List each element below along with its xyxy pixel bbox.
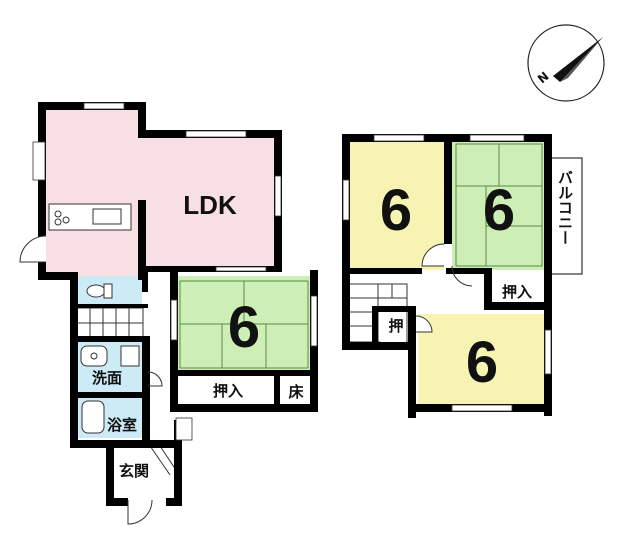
yoshitsu-2f-bottom-label: 6 [466, 330, 498, 395]
floor-1 [19, 102, 318, 525]
washitsu-1f-label: 6 [228, 295, 260, 360]
closet-1f-floor [180, 376, 276, 404]
closet-2f-small-floor [380, 312, 406, 342]
tatami-lines-2f [455, 143, 543, 267]
stairs-1f [76, 307, 144, 339]
windows-1f [32, 102, 318, 441]
stove-burner-icon [54, 218, 62, 226]
balcony [547, 157, 583, 275]
doors-1f [19, 235, 163, 525]
ldk-floor [44, 108, 276, 276]
windows-2f [342, 134, 552, 412]
washer-icon [120, 345, 140, 367]
stove-burner-icon [62, 216, 70, 224]
floor-2 [342, 134, 583, 418]
wash-basin-icon [80, 345, 108, 367]
yoshitsu-2f-bottom-floor [418, 314, 546, 404]
yoshitsu-2f-left-label: 6 [380, 178, 412, 243]
closet-1f-label: 押入 [213, 382, 243, 400]
compass-ring [527, 24, 605, 102]
compass-north-label: N [535, 69, 552, 86]
sink-icon [92, 208, 122, 225]
tokonoma-floor [280, 376, 312, 404]
compass: N [527, 24, 605, 102]
bathtub-icon [81, 400, 105, 434]
toilet-tank-icon [103, 283, 113, 299]
genkan-label: 玄関 [119, 462, 149, 480]
stove-burner-icon [54, 210, 62, 218]
closet-2f-floor [492, 276, 544, 302]
yokushitsu-label: 浴室 [107, 416, 137, 434]
tatami-lines [179, 280, 309, 369]
ldk-label: LDK [183, 190, 237, 220]
closet-2f-label: 押入 [502, 283, 532, 301]
compass-needle-icon [553, 37, 603, 82]
compass-needle-shade [560, 37, 603, 82]
senmen-label: 洗面 [92, 369, 122, 387]
tokonoma-label: 床 [288, 383, 304, 401]
toilet-icon [86, 284, 106, 298]
doors-2f [415, 243, 473, 333]
yoshitsu-2f-left-floor [348, 140, 444, 270]
balcony-label: バルコニー [556, 170, 574, 245]
closet-2f-small-label: 押 [388, 317, 403, 335]
washitsu-2f-label: 6 [483, 178, 515, 243]
